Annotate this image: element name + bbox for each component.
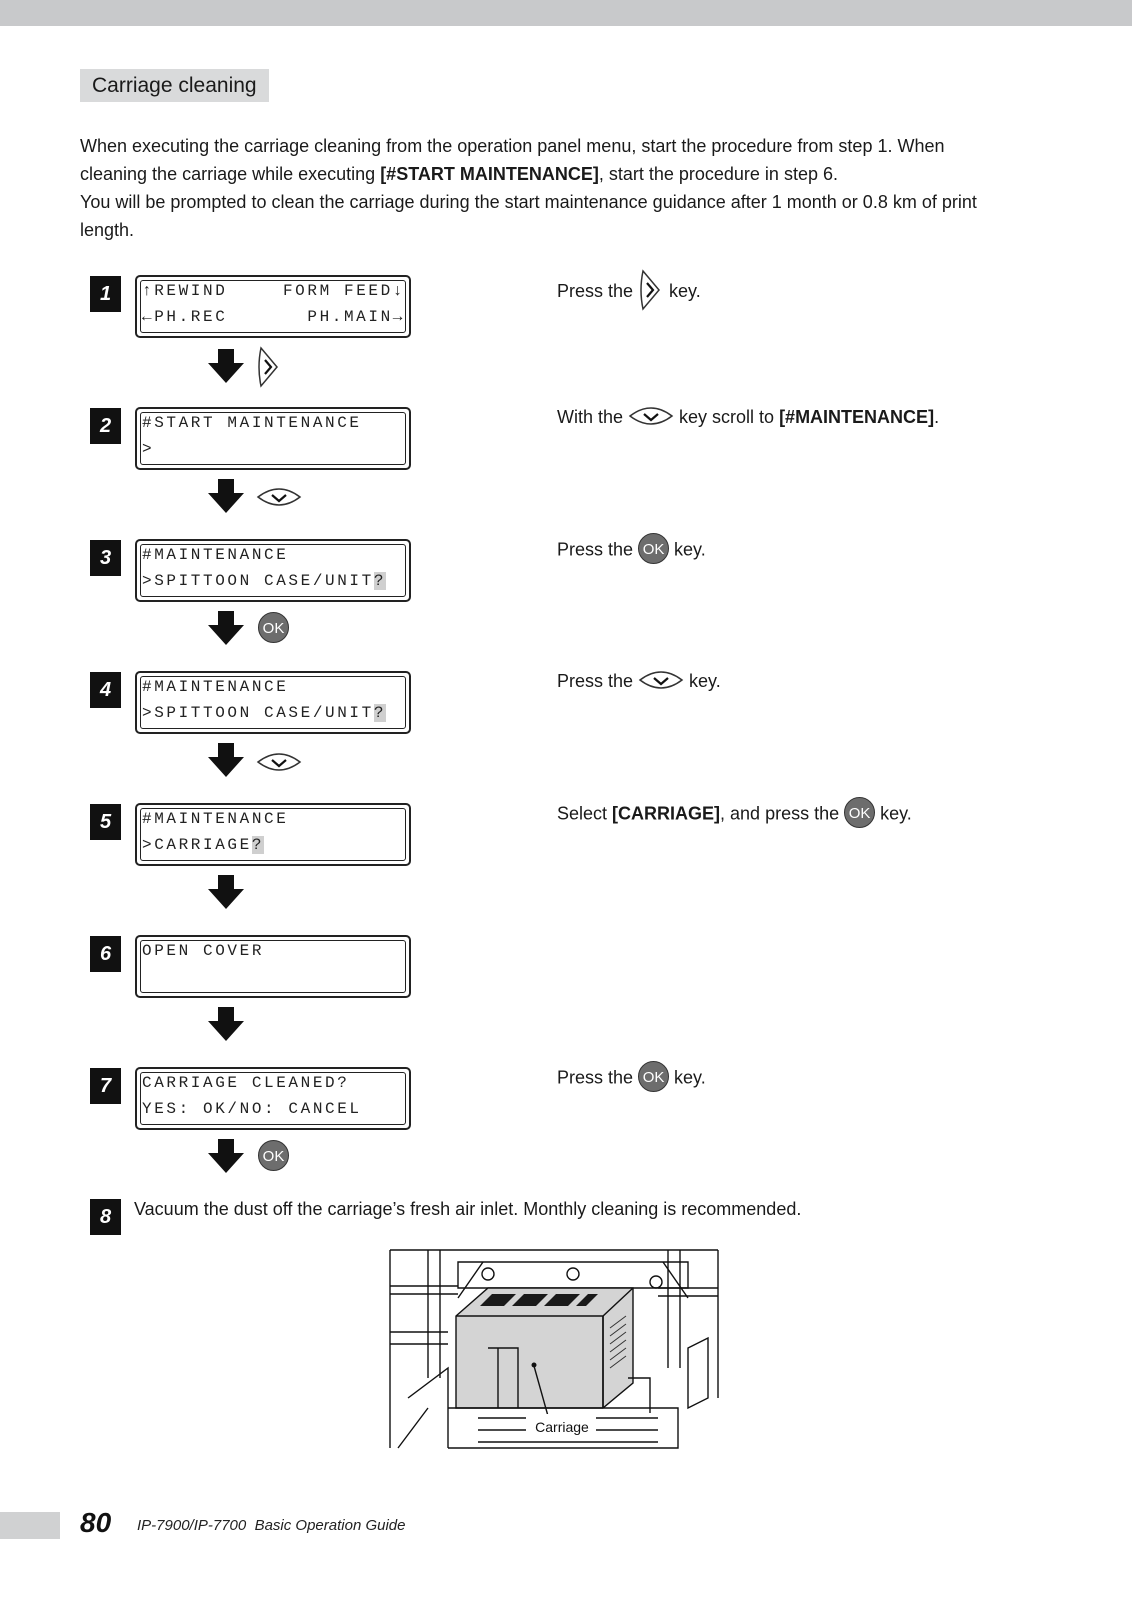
top-bar	[0, 0, 1132, 26]
lcd-line-2	[142, 964, 405, 990]
page-number: 80	[80, 1507, 112, 1538]
callout-dot	[531, 1362, 537, 1368]
ok-key-icon: OK	[258, 612, 289, 643]
down-flow-arrow-icon	[208, 349, 244, 383]
instruction-step-8: Vacuum the dust off the carriage’s fresh…	[134, 1199, 802, 1219]
lcd-display-step-2: #START MAINTENANCE >	[135, 407, 411, 470]
lcd-display-step-3: #MAINTENANCE >SPITTOON CASE/UNIT?	[135, 539, 411, 602]
down-flow-arrow-icon	[208, 611, 244, 645]
instruction-step-7: Press the OK key.	[557, 1061, 706, 1094]
step-badge-1: 1	[90, 276, 121, 312]
guide-title: IP-7900/IP-7700 Basic Operation Guide	[137, 1517, 406, 1534]
lcd-line-1: #START MAINTENANCE	[142, 414, 362, 432]
lcd-line-1: #MAINTENANCE	[142, 810, 289, 828]
lcd-line-2: YES: OK/NO: CANCEL	[142, 1100, 362, 1118]
down-flow-arrow-icon	[208, 743, 244, 777]
step-badge-4: 4	[90, 672, 121, 708]
lcd-line-1: OPEN COVER	[142, 942, 265, 960]
lcd-display-step-5: #MAINTENANCE >CARRIAGE?	[135, 803, 411, 866]
down-arrow-key-icon	[256, 753, 302, 771]
down-arrow-key-icon	[638, 671, 684, 689]
lcd-line-1: CARRIAGE CLEANED?	[142, 1074, 350, 1092]
lcd-cursor: ?	[251, 836, 265, 854]
carriage-callout-label: Carriage	[535, 1419, 589, 1435]
lcd-line-2: >SPITTOON CASE/UNIT?	[142, 572, 387, 590]
down-flow-arrow-icon	[208, 479, 244, 513]
lcd-line-2: >	[142, 440, 155, 458]
down-flow-arrow-icon	[208, 1139, 244, 1173]
lcd-display-step-6: OPEN COVER	[135, 935, 411, 998]
ok-key-icon: OK	[844, 797, 876, 828]
step-badge-3: 3	[90, 540, 121, 576]
step-badge-8: 8	[90, 1199, 121, 1235]
intro-text: When executing the carriage cleaning fro…	[80, 132, 1000, 244]
instruction-step-1: Press the key.	[557, 269, 701, 313]
instruction-step-5: Select [CARRIAGE], and press the OK key.	[557, 797, 912, 830]
down-flow-arrow-icon	[208, 875, 244, 909]
step-badge-2: 2	[90, 408, 121, 444]
down-flow-arrow-icon	[208, 1007, 244, 1041]
instruction-step-3: Press the OK key.	[557, 533, 706, 566]
intro-paragraph-2: You will be prompted to clean the carria…	[80, 192, 977, 240]
instruction-step-2: With the key scroll to [#MAINTENANCE].	[557, 403, 939, 431]
lcd-display-step-7: CARRIAGE CLEANED? YES: OK/NO: CANCEL	[135, 1067, 411, 1130]
lcd-line-2: >CARRIAGE?	[142, 836, 265, 854]
lcd-cursor: ?	[373, 572, 387, 590]
ok-key-icon: OK	[638, 533, 670, 564]
down-arrow-key-icon	[256, 488, 302, 506]
lcd-line-2: >SPITTOON CASE/UNIT?	[142, 704, 387, 722]
lcd-line-1: #MAINTENANCE	[142, 678, 289, 696]
intro-paragraph-1: When executing the carriage cleaning fro…	[80, 136, 945, 184]
down-arrow-key-icon	[628, 407, 674, 425]
footer-bar	[0, 1512, 60, 1539]
ok-key-icon: OK	[638, 1061, 670, 1092]
step-badge-5: 5	[90, 804, 121, 840]
right-arrow-key-icon	[258, 346, 278, 388]
lcd-cursor: ?	[373, 704, 387, 722]
lcd-display-step-4: #MAINTENANCE >SPITTOON CASE/UNIT?	[135, 671, 411, 734]
step-badge-6: 6	[90, 936, 121, 972]
lcd-line-1: #MAINTENANCE	[142, 546, 289, 564]
ok-key-icon: OK	[258, 1140, 289, 1171]
step-badge-7: 7	[90, 1068, 121, 1104]
instruction-step-4: Press the key.	[557, 667, 721, 695]
section-title: Carriage cleaning	[80, 69, 269, 102]
carriage-illustration: Carriage	[389, 1249, 719, 1449]
right-arrow-key-icon	[640, 269, 661, 311]
